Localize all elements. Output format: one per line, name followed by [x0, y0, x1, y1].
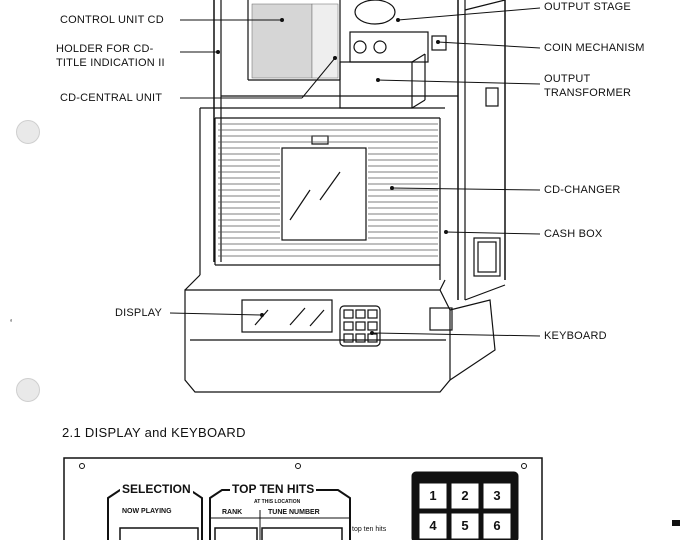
panel-side-note: top ten hits: [352, 526, 387, 533]
label-coin-mechanism: COIN MECHANISM: [544, 42, 645, 54]
key-6[interactable]: 6: [493, 518, 501, 533]
panel-now-playing: NOW PLAYING: [122, 508, 172, 515]
page-mark: ‘: [10, 318, 13, 329]
key-5[interactable]: 5: [461, 518, 469, 533]
label-keyboard: KEYBOARD: [544, 330, 607, 342]
key-4[interactable]: 4: [429, 518, 437, 533]
label-control-unit-cd: CONTROL UNIT CD: [60, 14, 164, 26]
binder-hole-top: [16, 120, 40, 144]
key-2[interactable]: 2: [461, 488, 469, 503]
panel-tune-number: TUNE NUMBER: [268, 509, 320, 516]
label-cash-box: CASH BOX: [544, 228, 603, 240]
label-holder-cd-title-1: HOLDER FOR CD-: [56, 43, 154, 55]
section-heading: 2.1 DISPLAY and KEYBOARD: [62, 425, 246, 440]
key-1[interactable]: 1: [429, 488, 437, 503]
label-cd-changer: CD-CHANGER: [544, 184, 621, 196]
label-output-stage: OUTPUT STAGE: [544, 1, 631, 13]
binder-hole-bottom: [16, 378, 40, 402]
panel-at-this-location: AT THIS LOCATION: [254, 499, 301, 505]
label-display: DISPLAY: [115, 307, 163, 319]
label-output-transformer-1: OUTPUT: [544, 73, 591, 85]
label-cd-central-unit: CD-CENTRAL UNIT: [60, 92, 163, 104]
key-3[interactable]: 3: [493, 488, 501, 503]
panel-selection-title: SELECTION: [120, 482, 193, 496]
panel-rank: RANK: [222, 509, 243, 516]
label-holder-cd-title-2: TITLE INDICATION II: [56, 57, 165, 69]
label-output-transformer-2: TRANSFORMER: [544, 87, 632, 99]
panel-top-ten-title: TOP TEN HITS: [230, 482, 317, 496]
